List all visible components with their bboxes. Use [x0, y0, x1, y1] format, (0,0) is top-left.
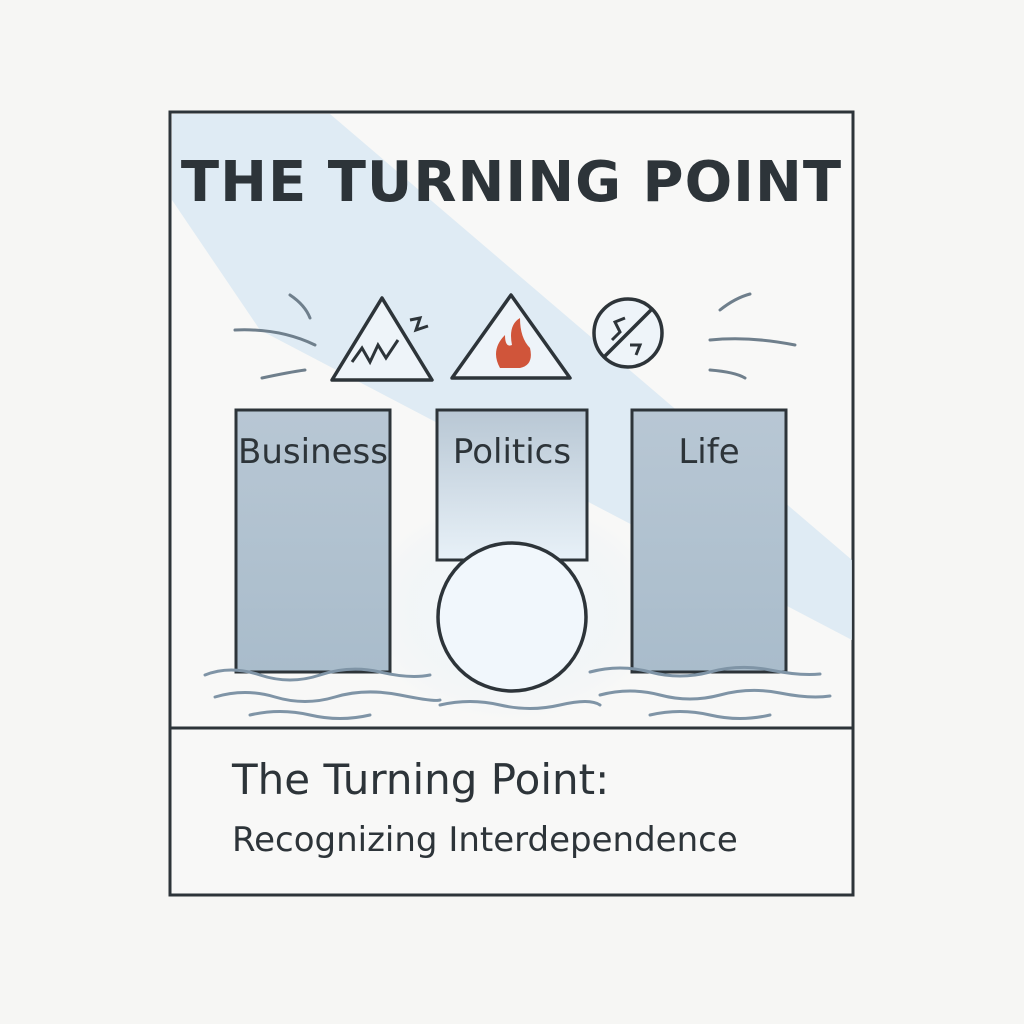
pillar-label-politics: Politics: [452, 432, 572, 472]
caption-title: The Turning Point:: [232, 755, 610, 804]
pillar-business: [234, 408, 392, 674]
pillar-life: [630, 408, 788, 674]
prohibited-icon: [592, 297, 664, 369]
motion-lines-right: [708, 292, 797, 380]
pillar-label-business: Business: [238, 432, 388, 472]
page-title: THE TURNING POINT: [180, 150, 843, 215]
warning-crack-icon: [330, 296, 434, 382]
pillar-label-life: Life: [678, 432, 740, 472]
motion-lines-left: [233, 293, 317, 380]
warning-fire-icon: [450, 293, 572, 380]
turning-circle: [436, 541, 588, 693]
water-waves: [203, 665, 832, 720]
pillar-politics: [435, 408, 589, 562]
caption-subtitle: Recognizing Interdependence: [232, 820, 738, 860]
